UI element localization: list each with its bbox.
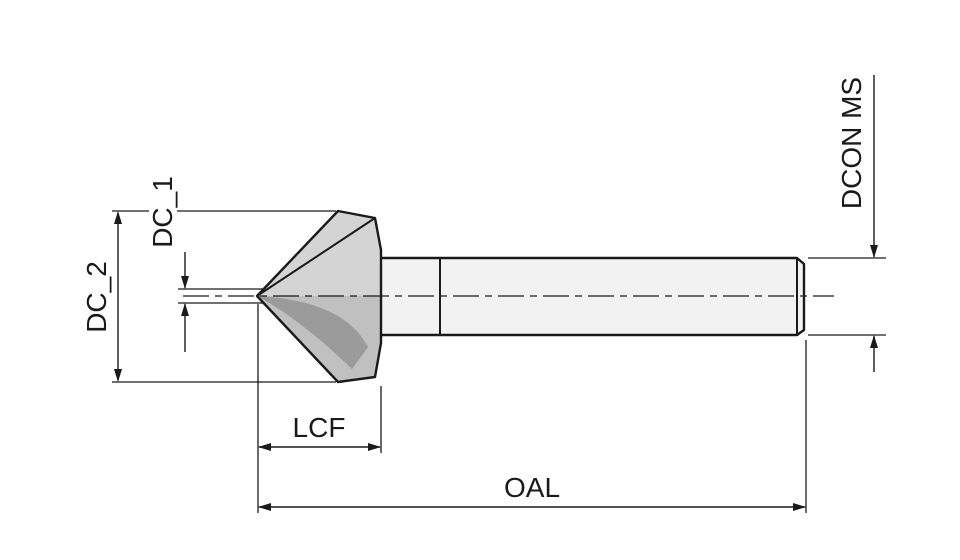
head-facet-edge (256, 217, 376, 297)
dc1-arrow-down (181, 276, 189, 289)
label-dcon: DCON MS (836, 73, 867, 213)
dcon-arrow-down (870, 245, 878, 258)
oal-arrow-left (258, 503, 271, 511)
label-dc1: DC_1 (147, 173, 178, 251)
extension-lines (112, 210, 886, 513)
dimension-oal (258, 503, 806, 511)
dc2-arrow-up (114, 211, 122, 224)
lcf-arrow-right (368, 443, 381, 451)
label-oal: OAL (500, 474, 564, 502)
dimension-dcon (870, 75, 878, 372)
oal-arrow-right (793, 503, 806, 511)
label-dc2: DC_2 (81, 258, 112, 336)
dc1-arrow-up (181, 303, 189, 316)
dc2-arrow-down (114, 369, 122, 382)
dcon-arrow-up (870, 335, 878, 348)
dimension-dc1 (181, 252, 189, 352)
dimension-lcf (258, 443, 381, 451)
dimension-dc2 (114, 211, 122, 382)
label-lcf: LCF (289, 414, 349, 442)
lcf-arrow-left (258, 443, 271, 451)
head-flute-face (257, 296, 368, 369)
